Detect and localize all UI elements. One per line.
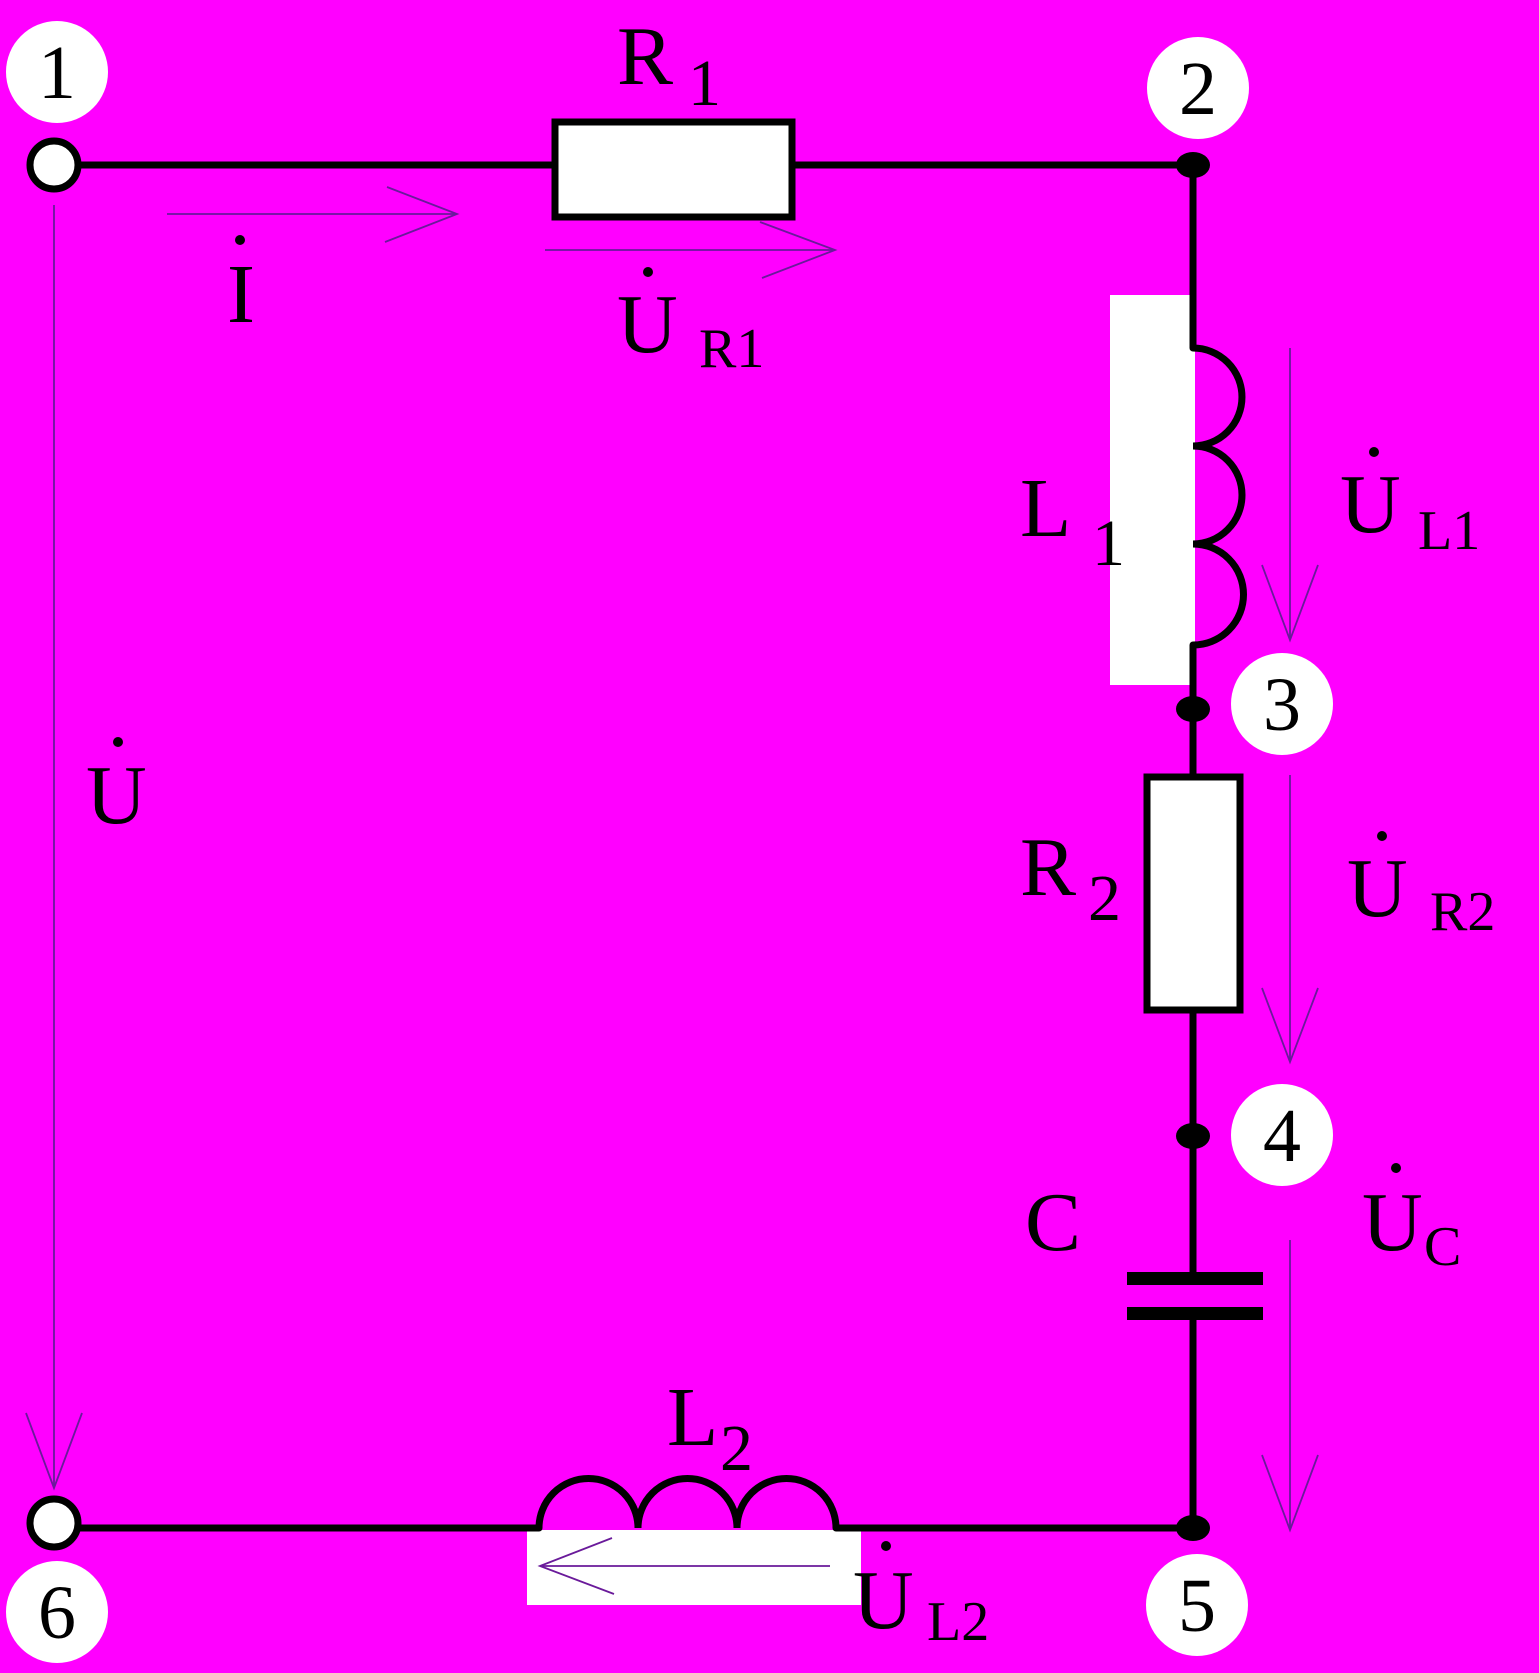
u-l2-dot-accent bbox=[881, 1541, 891, 1551]
label-r2: R 2 bbox=[1020, 821, 1121, 935]
label-u-r1: U R1 bbox=[617, 267, 764, 380]
r1-subscript: 1 bbox=[688, 47, 721, 120]
u-l1-subscript: L1 bbox=[1418, 500, 1480, 562]
label-u-l2: U L2 bbox=[853, 1541, 989, 1653]
r2-letter: R bbox=[1020, 821, 1076, 914]
current-dot-accent bbox=[235, 235, 245, 245]
u-l2-subscript: L2 bbox=[927, 1591, 989, 1653]
l2-letter: L bbox=[667, 1371, 718, 1464]
u-l2-arrow bbox=[537, 1537, 830, 1595]
node-circle-2 bbox=[1147, 37, 1249, 139]
label-u: U bbox=[86, 737, 147, 842]
node-circle-6 bbox=[6, 1561, 108, 1663]
u-r1-letter: U bbox=[617, 278, 678, 371]
node-numbers: 1 2 3 4 5 6 bbox=[38, 31, 1301, 1655]
u-c-dot-accent bbox=[1391, 1163, 1401, 1173]
node-label-1: 1 bbox=[38, 31, 76, 115]
r2-subscript: 2 bbox=[1088, 862, 1121, 935]
u-r2-letter: U bbox=[1347, 842, 1408, 935]
node-label-6: 6 bbox=[38, 1571, 76, 1655]
node-circle-1 bbox=[6, 21, 108, 123]
l2-subscript: 2 bbox=[720, 1412, 753, 1485]
junction-2 bbox=[1176, 152, 1210, 178]
l2-white-patch bbox=[527, 1530, 861, 1605]
label-l2: L 2 bbox=[667, 1371, 753, 1485]
label-u-r2: U R2 bbox=[1347, 831, 1495, 943]
junction-dots bbox=[1176, 152, 1210, 1541]
node-circle-4 bbox=[1231, 1084, 1333, 1186]
r1-letter: R bbox=[617, 10, 673, 103]
node-label-3: 3 bbox=[1263, 663, 1301, 747]
quantity-labels: I U R1 U L1 U R2 U C U U L2 bbox=[86, 235, 1495, 1653]
current-letter: I bbox=[227, 248, 255, 341]
node-circle-5 bbox=[1146, 1554, 1248, 1656]
u-r1-arrow bbox=[545, 221, 838, 279]
label-u-c: U C bbox=[1362, 1163, 1461, 1278]
u-l2-letter: U bbox=[853, 1554, 914, 1647]
u-c-arrow bbox=[1261, 1240, 1319, 1533]
u-r2-subscript: R2 bbox=[1430, 881, 1495, 943]
u-l1-arrow bbox=[1261, 348, 1319, 643]
label-current: I bbox=[227, 235, 255, 341]
current-arrow bbox=[167, 186, 460, 243]
u-c-subscript: C bbox=[1424, 1216, 1461, 1278]
inductor-l2 bbox=[535, 1475, 840, 1529]
u-dot-accent bbox=[113, 737, 123, 747]
l1-white-patch bbox=[1110, 295, 1195, 685]
component-labels: R 1 L 1 R 2 C L 2 bbox=[617, 10, 1125, 1485]
c-letter: C bbox=[1025, 1176, 1081, 1269]
terminal-6 bbox=[26, 1495, 82, 1551]
u-r1-dot-accent bbox=[643, 267, 653, 277]
junction-4 bbox=[1176, 1123, 1210, 1149]
label-l1: L 1 bbox=[1020, 462, 1125, 580]
node-circle-3 bbox=[1231, 653, 1333, 755]
label-c: C bbox=[1025, 1176, 1081, 1269]
u-arrow bbox=[25, 205, 83, 1491]
junction-3 bbox=[1176, 696, 1210, 722]
l1-subscript: 1 bbox=[1092, 507, 1125, 580]
u-l1-dot-accent bbox=[1369, 447, 1379, 457]
node-label-4: 4 bbox=[1263, 1094, 1301, 1178]
label-u-l1: U L1 bbox=[1340, 447, 1480, 562]
resistor-r1 bbox=[551, 118, 796, 221]
node-circles bbox=[6, 21, 1333, 1663]
label-r1: R 1 bbox=[617, 10, 721, 120]
l1-letter: L bbox=[1020, 462, 1071, 555]
u-r2-arrow bbox=[1261, 775, 1319, 1065]
node-label-2: 2 bbox=[1179, 47, 1217, 131]
u-l1-letter: U bbox=[1340, 458, 1401, 551]
u-c-letter: U bbox=[1362, 1176, 1423, 1269]
junction-5 bbox=[1176, 1515, 1210, 1541]
node-label-5: 5 bbox=[1178, 1564, 1216, 1648]
arrows bbox=[25, 186, 1319, 1595]
inductor-l1 bbox=[1192, 344, 1247, 649]
capacitor-c bbox=[1127, 1272, 1263, 1320]
terminal-1 bbox=[26, 137, 82, 193]
resistor-r2 bbox=[1143, 773, 1244, 1014]
u-letter: U bbox=[86, 749, 147, 842]
u-r2-dot-accent bbox=[1377, 831, 1387, 841]
u-r1-subscript: R1 bbox=[699, 318, 764, 380]
